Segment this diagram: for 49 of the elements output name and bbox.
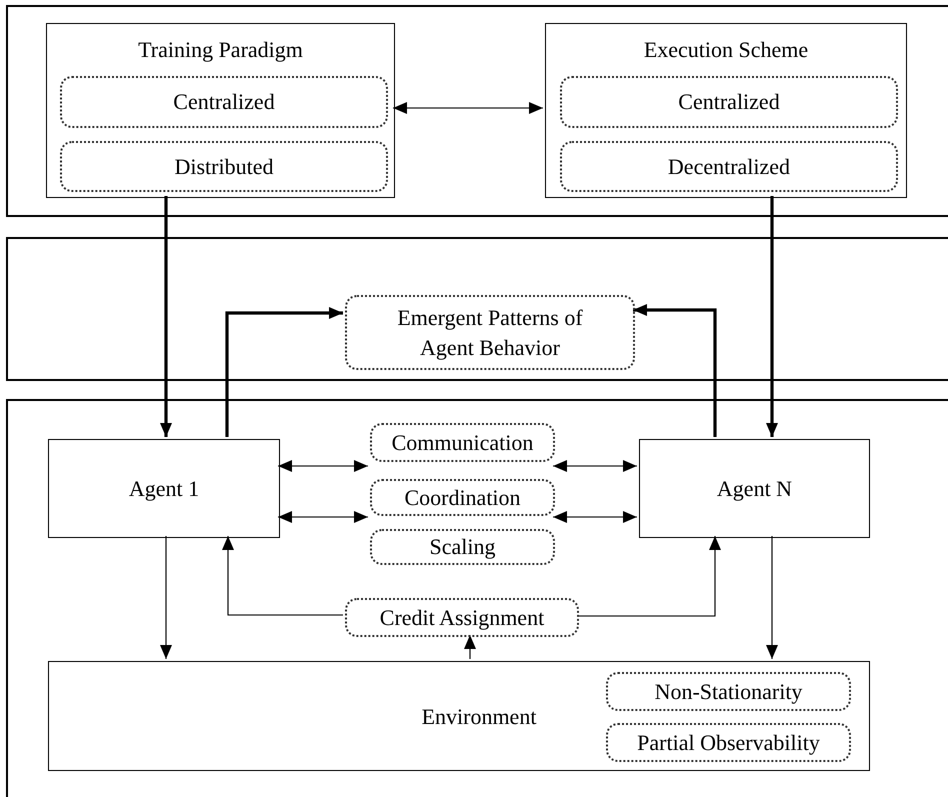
dotted-pill xyxy=(370,423,555,462)
box-title: Training Paradigm xyxy=(138,36,303,64)
box-label: Credit Assignment xyxy=(380,604,544,632)
arrow xyxy=(225,307,343,437)
arrow xyxy=(633,304,717,437)
arrow xyxy=(766,196,778,437)
dotted-pill xyxy=(60,141,388,192)
box-label: Agent N xyxy=(716,475,792,503)
box-label: Decentralized xyxy=(668,152,790,181)
box-label: Environment xyxy=(420,702,536,730)
arrow xyxy=(278,511,368,523)
box-label: Non-Stationarity xyxy=(654,678,802,706)
arrow xyxy=(393,102,543,114)
arrow xyxy=(553,460,637,472)
agent-box xyxy=(48,439,280,538)
box-label: Centralized xyxy=(678,88,780,116)
box-label: Centralized xyxy=(173,88,275,116)
arrow xyxy=(160,196,172,437)
arrow xyxy=(278,460,368,472)
dotted-pill xyxy=(560,141,898,192)
box-label: Partial Observability xyxy=(637,728,820,757)
arrow xyxy=(553,511,637,523)
environment-box xyxy=(48,661,870,771)
dotted-pill xyxy=(345,598,579,637)
dotted-pill xyxy=(606,723,851,762)
box-label: Coordination xyxy=(404,484,521,512)
arrow xyxy=(160,536,172,659)
box-label: Distributed xyxy=(174,152,274,181)
box-title: Execution Scheme xyxy=(644,36,808,64)
arrow xyxy=(766,536,778,659)
panel-band xyxy=(6,237,948,381)
arrow xyxy=(577,536,721,617)
dotted-pill xyxy=(560,76,898,128)
agent-box xyxy=(639,439,870,538)
box-label: Agent 1 xyxy=(128,475,200,503)
arrow xyxy=(464,635,476,659)
dotted-pill xyxy=(370,529,555,565)
dotted-pill xyxy=(345,295,635,370)
panel-band xyxy=(6,5,948,217)
dotted-pill xyxy=(606,672,851,711)
arrow xyxy=(222,536,343,616)
panel-band xyxy=(6,399,948,797)
box-label: Communication xyxy=(392,428,534,457)
dotted-pill xyxy=(370,479,555,516)
box-label: Emergent Patterns of Agent Behavior xyxy=(396,304,584,362)
group-box xyxy=(545,23,907,198)
dotted-pill xyxy=(60,76,388,128)
group-box xyxy=(46,23,395,198)
box-label: Scaling xyxy=(430,533,496,562)
